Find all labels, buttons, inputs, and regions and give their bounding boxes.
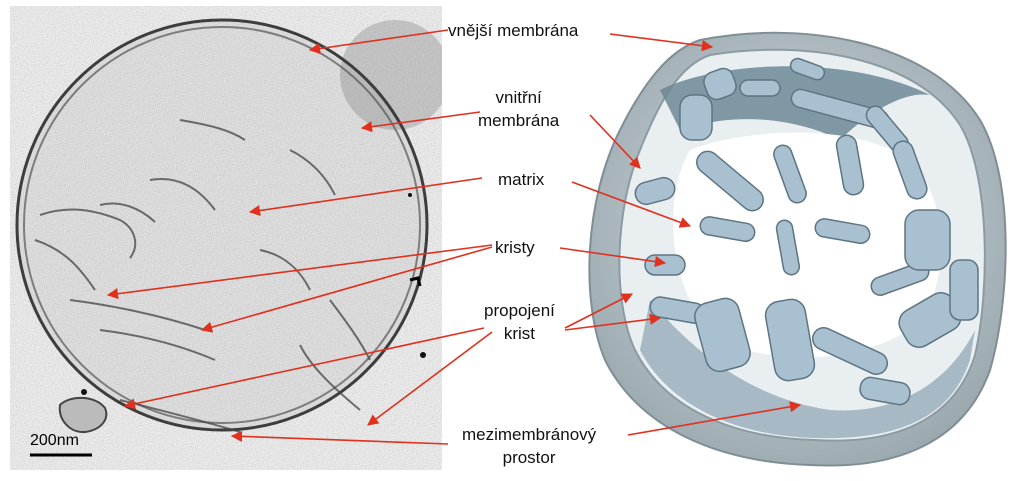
model-3d bbox=[589, 33, 1005, 466]
label-cristae: kristy bbox=[495, 236, 535, 259]
label-matrix: matrix bbox=[498, 168, 544, 191]
label-intermembrane-space: mezimembránovýprostor bbox=[462, 423, 596, 469]
label-inner-membrane: vnitřnímembrána bbox=[478, 86, 559, 132]
label-cristae-junction: propojeníkrist bbox=[484, 299, 555, 345]
em-image bbox=[10, 6, 450, 470]
scale-bar-label: 200nm bbox=[30, 432, 79, 450]
label-outer-membrane: vnější membrána bbox=[448, 19, 578, 42]
